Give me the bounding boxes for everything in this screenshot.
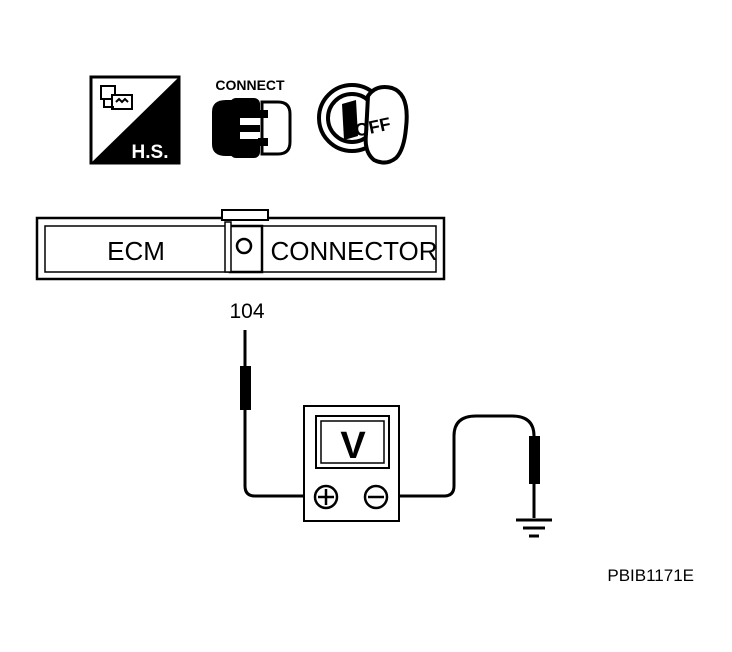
- voltmeter: V: [303, 405, 400, 522]
- positive-probe-lead: [240, 330, 316, 498]
- harness-sheet-icon: H.S.: [89, 75, 181, 165]
- connector-label: CONNECTOR: [270, 236, 437, 266]
- figure-code: PBIB1171E: [607, 566, 694, 585]
- positive-probe-handle: [240, 366, 251, 410]
- positive-terminal-icon: [313, 484, 339, 510]
- mini-connector-glyph: [100, 85, 133, 110]
- negative-probe-lead: [386, 414, 540, 518]
- connect-icon-text: CONNECT: [215, 77, 285, 93]
- ecm-label: ECM: [107, 236, 165, 266]
- ecm-connector: ECM CONNECTOR: [35, 209, 446, 281]
- terminal-104-pin: [235, 237, 253, 255]
- voltmeter-symbol: V: [340, 425, 366, 467]
- ignition-key-off-icon: OFF: [317, 83, 409, 165]
- connector-connect-icon: CONNECT: [212, 77, 292, 158]
- negative-terminal-icon: [363, 484, 389, 510]
- ground-icon: [516, 518, 552, 538]
- terminal-number-label: 104: [229, 300, 264, 323]
- harness-icon-text: H.S.: [132, 142, 169, 163]
- negative-probe-handle: [529, 436, 540, 484]
